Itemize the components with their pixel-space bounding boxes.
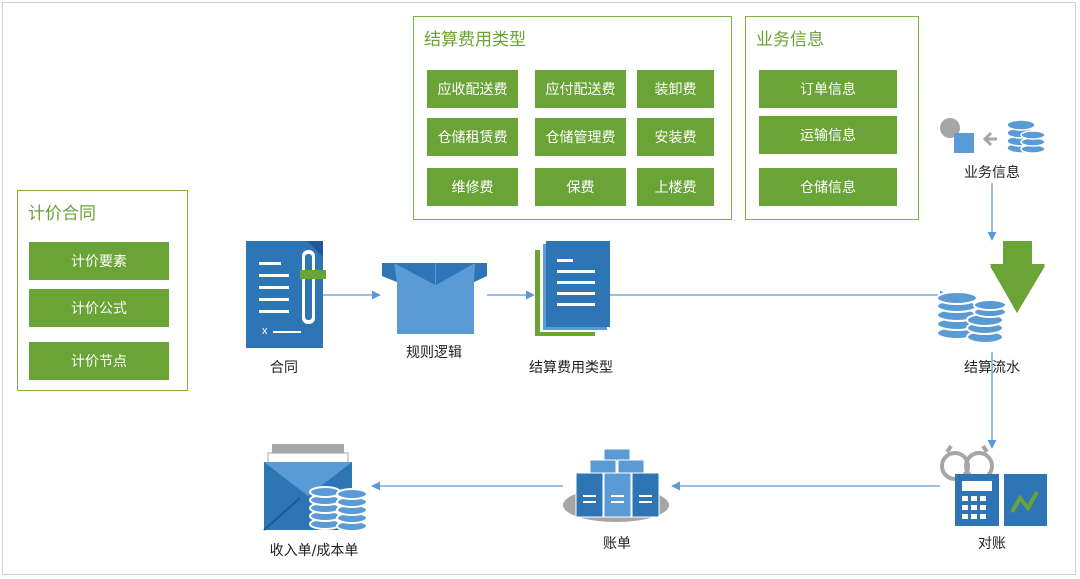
- reconcile-label: 对账: [978, 536, 1006, 552]
- rule-logic-icon: [382, 263, 487, 334]
- fee-type-label: 结算费用类型: [529, 360, 613, 376]
- pricing-contract-panel: 计价合同 计价要素 计价公式 计价节点: [17, 190, 188, 391]
- contract-label: 合同: [270, 360, 298, 376]
- svg-text:x: x: [262, 325, 268, 337]
- business-info-title: 业务信息: [756, 30, 824, 50]
- business-info-icon: [940, 118, 1046, 154]
- fee-item: 保费: [535, 168, 626, 206]
- settlement-flow-label: 结算流水: [964, 360, 1020, 376]
- business-info-panel: 业务信息 订单信息 运输信息 仓储信息: [745, 16, 919, 220]
- fee-item: 仓储租赁费: [427, 118, 518, 156]
- fee-type-docs-icon: [535, 241, 610, 336]
- settlement-flow-icon: [936, 241, 1045, 344]
- fee-item: 上楼费: [637, 168, 714, 206]
- fee-item: 仓储管理费: [535, 118, 626, 156]
- income-cost-icon: [263, 444, 368, 532]
- fee-types-panel: 结算费用类型 应收配送费 应付配送费 装卸费 仓储租赁费 仓储管理费 安装费 维…: [413, 16, 732, 220]
- transport-info-box: 运输信息: [759, 116, 897, 154]
- fee-item: 装卸费: [637, 70, 714, 108]
- pricing-formula-box: 计价公式: [29, 289, 169, 327]
- bill-icon: [563, 448, 669, 522]
- flow-arrows: [322, 183, 997, 491]
- fee-item: 维修费: [427, 168, 518, 206]
- pricing-element-box: 计价要素: [29, 242, 169, 280]
- warehouse-info-box: 仓储信息: [759, 168, 897, 206]
- pricing-contract-title: 计价合同: [28, 204, 96, 224]
- fee-types-title: 结算费用类型: [424, 30, 526, 50]
- income-cost-label: 收入单/成本单: [269, 543, 359, 559]
- fee-item: 安装费: [637, 118, 714, 156]
- business-info-label: 业务信息: [964, 165, 1020, 181]
- rule-logic-label: 规则逻辑: [406, 345, 462, 361]
- order-info-box: 订单信息: [759, 70, 897, 108]
- pricing-node-box: 计价节点: [29, 342, 169, 380]
- fee-item: 应付配送费: [535, 70, 626, 108]
- fee-item: 应收配送费: [427, 70, 518, 108]
- reconcile-icon: [940, 444, 1047, 526]
- bill-label: 账单: [603, 536, 631, 552]
- contract-icon: x: [246, 241, 326, 348]
